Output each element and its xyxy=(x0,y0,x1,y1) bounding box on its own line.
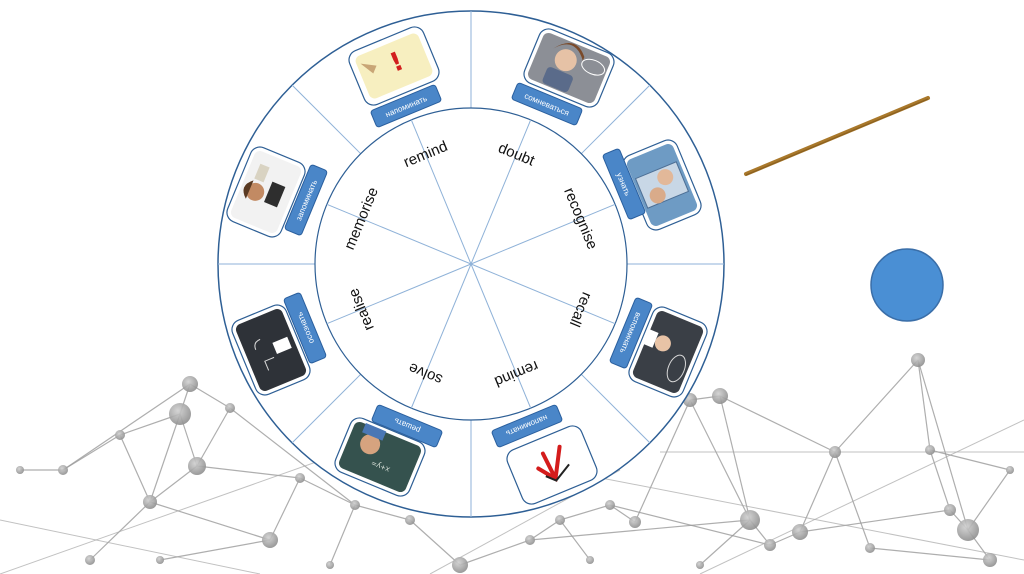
network-edge xyxy=(197,466,300,478)
network-edge xyxy=(930,450,1010,470)
network-node xyxy=(944,504,956,516)
network-edge xyxy=(0,450,350,574)
network-edge xyxy=(410,520,460,565)
network-node xyxy=(58,465,68,475)
network-edge xyxy=(150,414,180,502)
network-node xyxy=(792,524,808,540)
network-node xyxy=(829,446,841,458)
network-edge xyxy=(560,520,590,560)
network-edge xyxy=(530,520,560,540)
network-edge xyxy=(197,408,230,466)
network-node xyxy=(605,500,615,510)
network-node xyxy=(1006,466,1014,474)
network-node xyxy=(865,543,875,553)
network-edge xyxy=(918,360,930,450)
network-node xyxy=(452,557,468,573)
network-node xyxy=(143,495,157,509)
network-node xyxy=(555,515,565,525)
network-edge xyxy=(150,502,270,540)
network-node xyxy=(696,561,704,569)
network-node xyxy=(740,510,760,530)
network-node xyxy=(169,403,191,425)
network-edge xyxy=(690,400,750,520)
network-node xyxy=(629,516,641,528)
network-edge xyxy=(720,396,835,452)
network-node xyxy=(295,473,305,483)
network-node xyxy=(983,553,997,567)
network-node xyxy=(182,376,198,392)
network-edge xyxy=(330,505,355,565)
network-node xyxy=(326,561,334,569)
network-node xyxy=(350,500,360,510)
network-node xyxy=(115,430,125,440)
network-node xyxy=(85,555,95,565)
network-node xyxy=(925,445,935,455)
wooden-stick-icon xyxy=(746,98,928,175)
network-node xyxy=(525,535,535,545)
network-edge xyxy=(63,384,190,470)
network-edge xyxy=(560,505,610,520)
network-node xyxy=(405,515,415,525)
blue-dot xyxy=(871,249,943,321)
network-edge xyxy=(835,360,918,452)
network-edge xyxy=(835,452,870,548)
network-node xyxy=(156,556,164,564)
network-node xyxy=(712,388,728,404)
network-edge xyxy=(700,520,750,565)
network-edge xyxy=(460,540,530,565)
network-edge xyxy=(120,435,150,502)
network-node xyxy=(188,457,206,475)
network-node xyxy=(262,532,278,548)
network-node xyxy=(586,556,594,564)
network-edge xyxy=(270,478,300,540)
network-node xyxy=(225,403,235,413)
network-node xyxy=(911,353,925,367)
network-node xyxy=(957,519,979,541)
network-node xyxy=(16,466,24,474)
network-node xyxy=(764,539,776,551)
network-edge xyxy=(918,360,968,530)
